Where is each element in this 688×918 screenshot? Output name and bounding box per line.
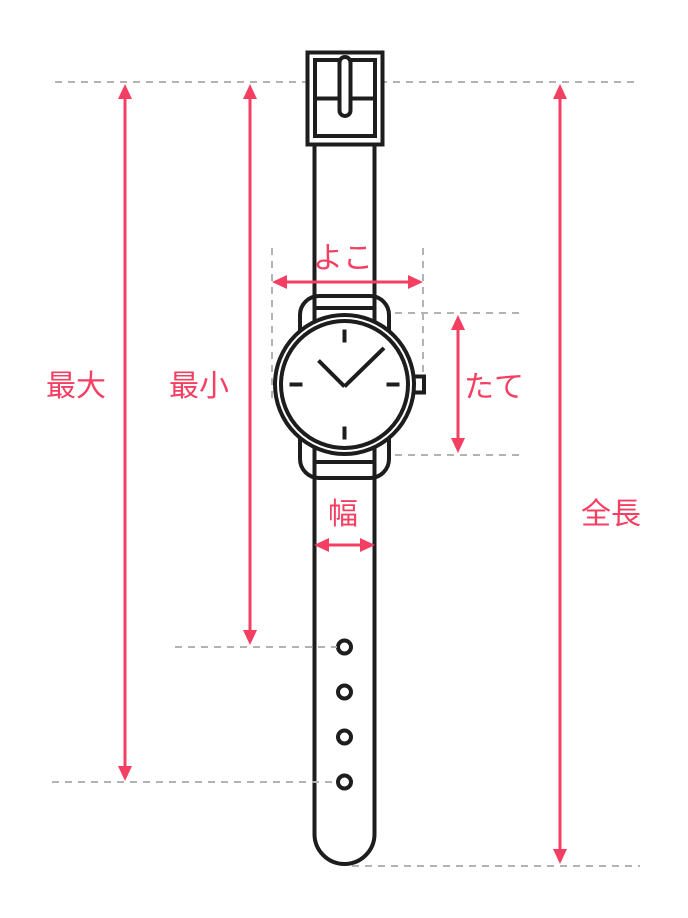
arrow-down-icon <box>243 630 257 645</box>
arrow-left-icon <box>272 275 287 289</box>
watch-illustration <box>273 50 426 866</box>
case-width-label: よこ <box>313 242 373 275</box>
arrow-right-icon <box>408 275 423 289</box>
arrow-right-icon <box>360 538 375 552</box>
strap-hole <box>336 773 353 791</box>
dial-inner-ring <box>279 319 410 450</box>
dimension-max-length: 最大 <box>46 84 132 781</box>
arrow-up-icon <box>243 84 257 99</box>
guide-lines-back <box>55 81 640 867</box>
arrow-down-icon <box>553 849 567 864</box>
watch-strap <box>312 145 377 866</box>
total-length-label: 全長 <box>581 498 641 531</box>
guide-lines-front <box>52 248 525 783</box>
strap-hole <box>336 728 353 746</box>
strap-holes <box>336 638 353 791</box>
dimension-case-width: よこ <box>272 242 423 289</box>
dimension-strap-width: 幅 <box>314 498 375 552</box>
arrow-up-icon <box>553 84 567 99</box>
case-height-label: たて <box>464 371 524 404</box>
watch-hands <box>317 346 386 388</box>
minute-hand <box>343 346 386 388</box>
max-length-label: 最大 <box>46 370 106 403</box>
dial-ticks <box>289 329 400 440</box>
min-length-label: 最小 <box>169 370 229 403</box>
strap-width-label: 幅 <box>328 498 358 531</box>
arrow-down-icon <box>118 766 132 781</box>
arrow-down-icon <box>451 438 465 453</box>
watch-buckle <box>305 50 385 147</box>
strap-hole <box>336 683 353 701</box>
buckle-prong <box>337 55 353 118</box>
dimension-case-height: たて <box>451 315 524 453</box>
arrow-up-icon <box>118 84 132 99</box>
dimension-min-length: 最小 <box>169 84 257 645</box>
strap-hole <box>336 638 353 656</box>
dimension-total-length: 全長 <box>553 84 641 864</box>
arrow-left-icon <box>314 538 329 552</box>
dimension-annotations: 最大 最小 全長 よこ たて <box>46 84 641 864</box>
arrow-up-icon <box>451 315 465 330</box>
hour-hand <box>317 359 346 388</box>
